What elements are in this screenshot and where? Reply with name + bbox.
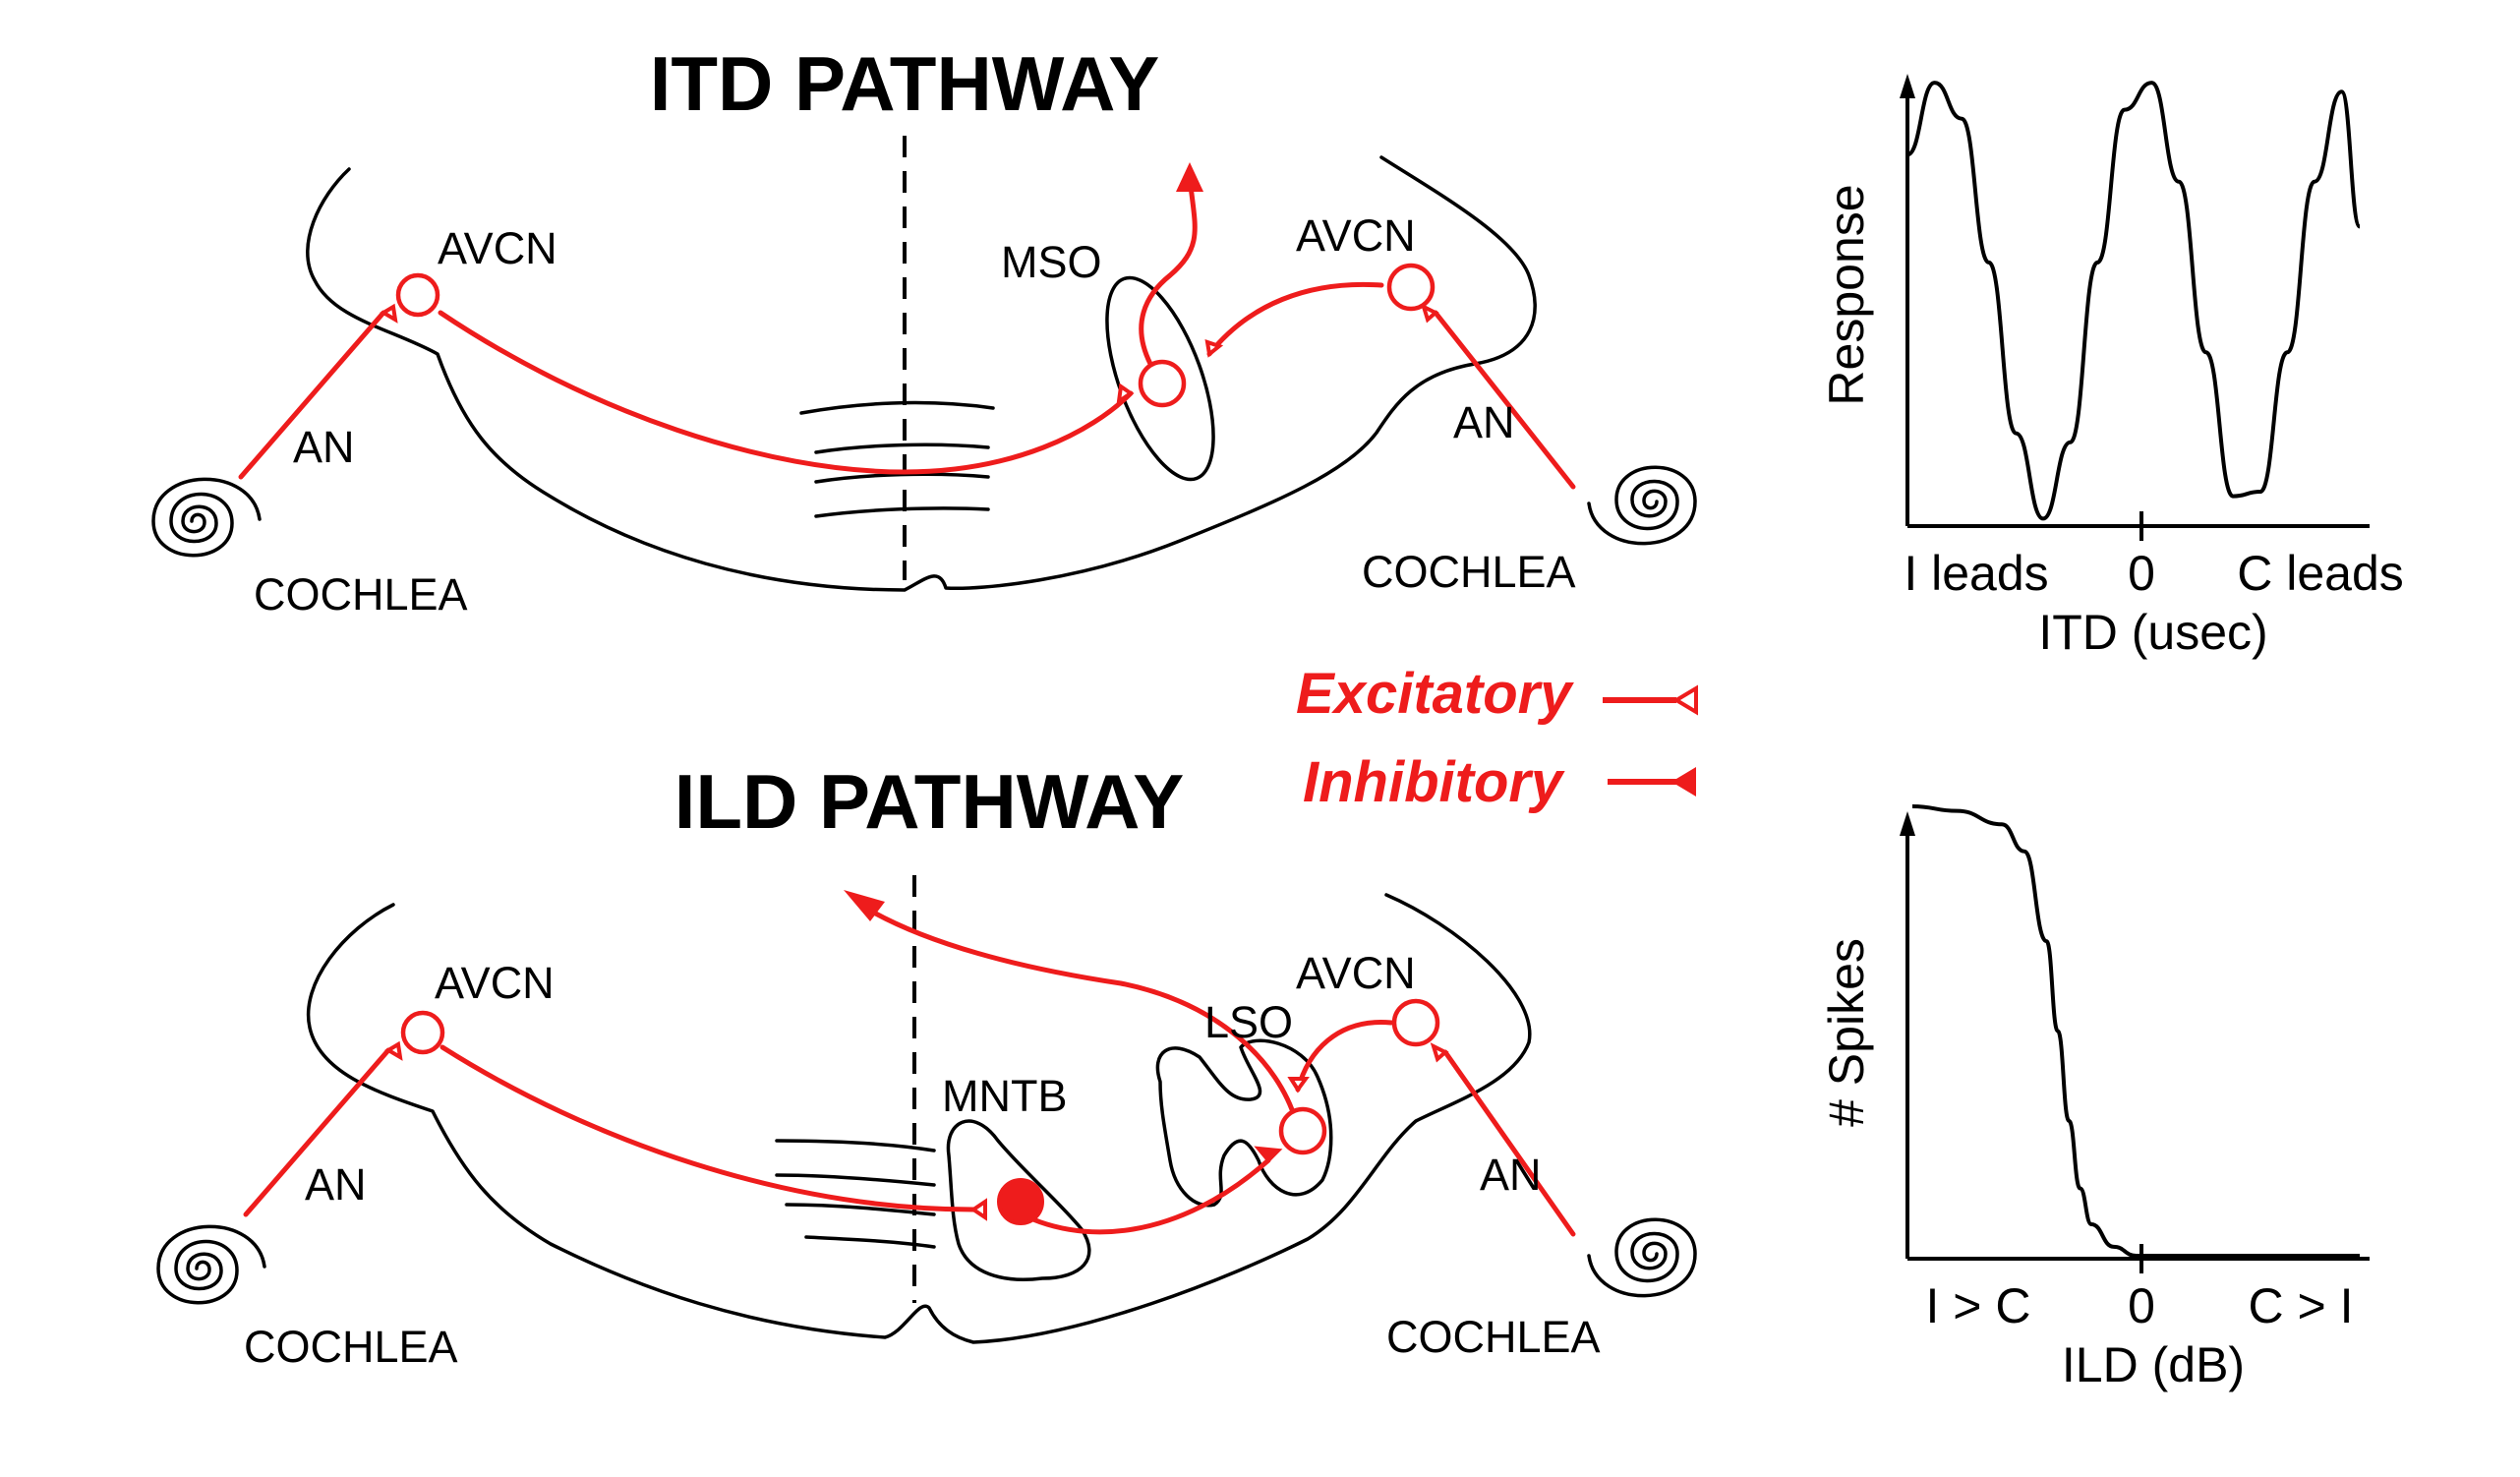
legend-inhibitory-label: Inhibitory bbox=[1303, 750, 1565, 814]
itd-tick-c-leads: C leads bbox=[2237, 546, 2404, 601]
ild-avcn-left-cell bbox=[400, 1010, 445, 1055]
itd-cochlea-left bbox=[151, 477, 262, 558]
itd-pathway-diagram: ITD PATHWAY bbox=[151, 40, 1697, 620]
itd-title: ITD PATHWAY bbox=[650, 40, 1160, 127]
itd-avcn-left-label: AVCN bbox=[438, 223, 557, 273]
legend-excitatory-label: Excitatory bbox=[1296, 662, 1574, 726]
ild-an-right-label: AN bbox=[1480, 1150, 1542, 1200]
lso-cell bbox=[1278, 1106, 1327, 1155]
itd-avcn-left-cell bbox=[395, 272, 440, 318]
mntb-cell bbox=[997, 1178, 1044, 1225]
ild-mntb-label: MNTB bbox=[942, 1071, 1068, 1121]
ild-avcn-left-label: AVCN bbox=[435, 958, 555, 1008]
lso-inhibitory-terminal bbox=[1254, 1146, 1283, 1163]
ild-cochlea-right bbox=[1587, 1217, 1697, 1298]
ild-cochlea-right-label: COCHLEA bbox=[1386, 1312, 1601, 1362]
itd-avcn-right-label: AVCN bbox=[1296, 210, 1416, 261]
itd-cochlea-right bbox=[1587, 465, 1697, 546]
itd-brainstem-outline bbox=[306, 136, 1537, 592]
itd-output-arrowhead bbox=[1176, 162, 1203, 192]
ild-chart-ylabel: # Spikes bbox=[1819, 938, 1874, 1127]
ild-avcn-right-label: AVCN bbox=[1296, 948, 1416, 998]
itd-chart-y-arrow bbox=[1900, 74, 1915, 98]
itd-response-chart: Response I leads 0 C leads ITD (usec) bbox=[1819, 74, 2404, 660]
legend-excitatory-terminal bbox=[1672, 684, 1698, 716]
ild-spikes-curve bbox=[1911, 804, 2360, 1259]
ild-cochlea-left-label: COCHLEA bbox=[244, 1322, 458, 1372]
ild-an-left-label: AN bbox=[305, 1159, 367, 1210]
itd-chart-ylabel: Response bbox=[1819, 184, 1874, 405]
mntb-nucleus-outline bbox=[946, 1119, 1091, 1281]
ild-tick-i-gt-c: I > C bbox=[1926, 1278, 2031, 1333]
ild-chart-xlabel: ILD (dB) bbox=[2062, 1337, 2245, 1392]
itd-neural-connections bbox=[238, 162, 1576, 490]
ild-neural-connections bbox=[243, 890, 1576, 1237]
itd-tick-zero: 0 bbox=[2128, 546, 2155, 601]
ild-chart-y-arrow bbox=[1900, 811, 1915, 836]
ild-output-arrowhead bbox=[844, 890, 885, 921]
ild-pathway-diagram: ILD PATHWAY bbox=[156, 758, 1697, 1372]
ild-cochlea-left bbox=[156, 1224, 266, 1305]
synapse-legend: Excitatory Inhibitory bbox=[1296, 662, 1698, 814]
itd-an-right-label: AN bbox=[1453, 397, 1515, 447]
ild-spikes-chart: # Spikes I > C 0 C > I ILD (dB) bbox=[1819, 804, 2370, 1392]
itd-cochlea-right-label: COCHLEA bbox=[1362, 547, 1576, 597]
ild-brainstem-outline bbox=[306, 875, 1532, 1344]
ild-title: ILD PATHWAY bbox=[674, 758, 1185, 845]
legend-inhibitory-terminal bbox=[1671, 767, 1696, 797]
itd-response-curve bbox=[1906, 81, 2362, 521]
ild-lso-label: LSO bbox=[1204, 997, 1293, 1047]
itd-mso-label: MSO bbox=[1001, 237, 1102, 287]
itd-avcn-right-cell bbox=[1386, 263, 1436, 312]
ild-avcn-right-cell bbox=[1391, 998, 1440, 1047]
itd-chart-xlabel: ITD (usec) bbox=[2038, 605, 2267, 660]
ild-tick-c-gt-i: C > I bbox=[2249, 1278, 2354, 1333]
ild-tick-zero: 0 bbox=[2128, 1278, 2155, 1333]
itd-tick-i-leads: I leads bbox=[1904, 546, 2048, 601]
itd-an-left-label: AN bbox=[293, 422, 355, 472]
mso-cell bbox=[1138, 359, 1187, 408]
itd-cochlea-left-label: COCHLEA bbox=[254, 569, 468, 620]
